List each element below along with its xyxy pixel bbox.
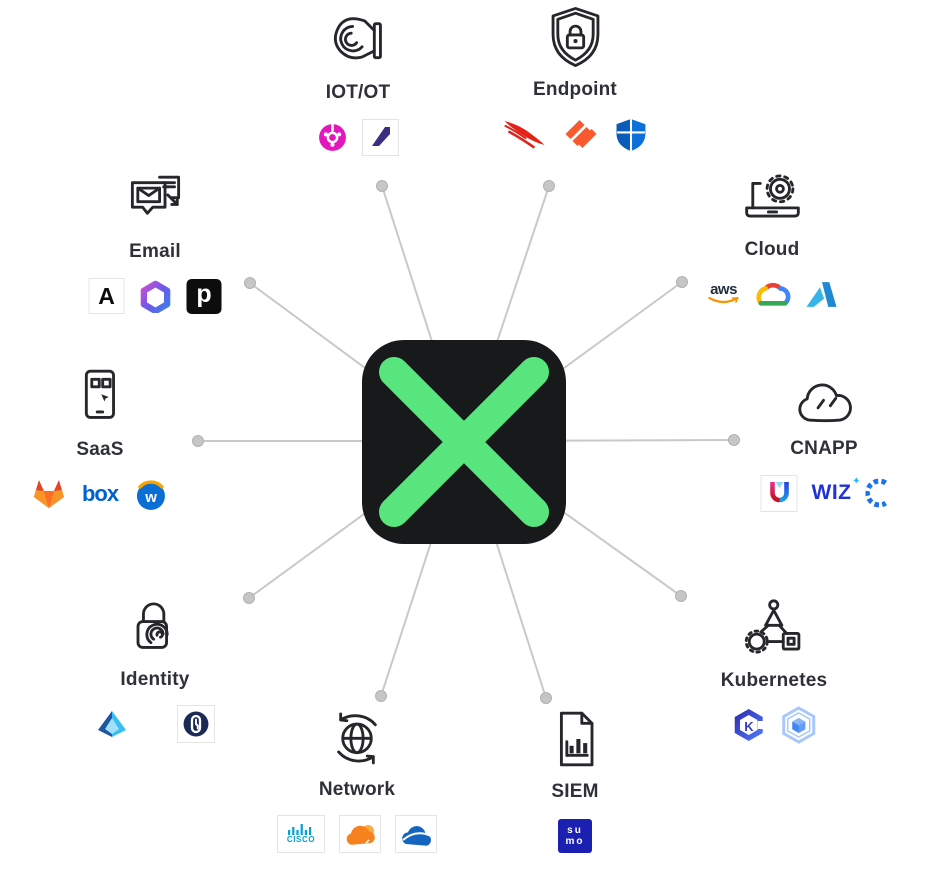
category-label: IOT/OT xyxy=(325,82,391,103)
globe-sync-icon xyxy=(337,712,377,765)
category-endpoint: Endpoint xyxy=(503,3,648,153)
claroty-logo xyxy=(317,122,348,153)
dot-cnapp xyxy=(728,434,740,446)
abnormal-security-logo: A xyxy=(88,278,125,314)
dot-saas xyxy=(192,435,204,447)
gke-logo xyxy=(781,706,817,744)
report-document-icon xyxy=(559,711,594,767)
category-label: Network xyxy=(318,779,396,800)
vendor-logo-row: WIZ ✦ xyxy=(760,474,888,512)
hub-x-icon xyxy=(379,357,549,527)
category-siem: SIEM su mo xyxy=(541,705,609,855)
box-logo: box xyxy=(81,481,119,506)
category-label: SaaS xyxy=(76,439,124,460)
cisco-wordmark: CISCO xyxy=(286,835,316,844)
category-label: Kubernetes xyxy=(720,670,828,691)
category-kubernetes: Kubernetes K xyxy=(721,594,828,744)
microsoft-defender-logo xyxy=(615,117,648,152)
dot-cloud xyxy=(676,276,688,288)
category-network: Network CISCO xyxy=(277,703,437,853)
onepassword-logo xyxy=(177,705,215,743)
workday-logo: w xyxy=(134,477,168,511)
aws-wordmark: aws xyxy=(710,280,737,298)
aws-logo: aws xyxy=(708,280,740,305)
eks-k-letter: K xyxy=(744,718,754,734)
crowdstrike-logo xyxy=(503,117,549,151)
proofpoint-p-letter: p xyxy=(196,279,212,308)
palo-alto-networks-logo xyxy=(563,115,601,153)
gitlab-logo xyxy=(32,478,66,510)
dot-endpoint xyxy=(543,180,555,192)
mail-message-icon xyxy=(130,175,180,215)
workday-w-letter: w xyxy=(145,488,157,506)
category-saas: SaaS box w xyxy=(32,363,168,513)
iot-hand-icon xyxy=(333,17,382,60)
microsoft-azure-logo xyxy=(806,279,837,310)
shield-lock-icon xyxy=(551,7,599,67)
cisco-logo: CISCO xyxy=(277,815,325,853)
dot-iot-ot xyxy=(376,180,388,192)
vendor-logo-row: su mo xyxy=(558,817,592,855)
category-email: Email A p xyxy=(88,165,222,315)
category-label: SIEM xyxy=(551,781,599,802)
sumo-text-top: su xyxy=(567,825,583,836)
vendor-logo-row xyxy=(503,115,648,153)
orchestration-nodes-icon xyxy=(745,599,801,654)
armis-logo xyxy=(362,118,399,156)
category-label: Endpoint xyxy=(533,79,617,100)
vendor-logo-row: CISCO xyxy=(277,815,437,853)
cloud-check-icon xyxy=(798,383,853,423)
wiz-wordmark: WIZ xyxy=(811,481,852,504)
sumo-text-bottom: mo xyxy=(565,836,585,847)
vendor-logo-row xyxy=(95,705,215,743)
vendor-logo-row: K xyxy=(731,706,817,744)
chain-c-logo xyxy=(865,477,887,509)
dot-siem xyxy=(540,692,552,704)
category-identity: Identity xyxy=(95,593,215,743)
category-label: Email xyxy=(129,241,181,262)
cloudflare-logo xyxy=(339,815,381,853)
box-wordmark: box xyxy=(81,481,119,506)
category-label: Cloud xyxy=(744,239,800,260)
category-cnapp: CNAPP WIZ xyxy=(760,372,888,512)
category-label: Identity xyxy=(120,669,190,690)
dot-identity xyxy=(243,592,255,604)
hub-tile xyxy=(362,340,566,544)
zscaler-logo xyxy=(395,815,437,853)
vendor-logo-row xyxy=(317,118,399,156)
proofpoint-logo: p xyxy=(186,278,222,314)
category-label: CNAPP xyxy=(790,438,858,459)
dot-email xyxy=(244,277,256,289)
microsoft-365-logo xyxy=(139,280,173,313)
vendor-logo-row: box w xyxy=(32,475,168,513)
sumo-logic-logo: su mo xyxy=(558,819,592,853)
vendor-logo-row: A p xyxy=(88,277,222,315)
upwind-logo xyxy=(760,474,798,512)
wiz-star-icon: ✦ xyxy=(852,476,861,487)
dot-network xyxy=(375,690,387,702)
amazon-eks-logo: K xyxy=(731,706,767,744)
laptop-gear-icon xyxy=(744,174,800,218)
abnormal-a-letter: A xyxy=(98,282,115,309)
microsoft-entra-id-logo xyxy=(95,709,129,739)
category-iot-ot: IOT/OT xyxy=(317,6,399,156)
tablet-apps-icon xyxy=(84,369,116,419)
dot-kubernetes xyxy=(675,590,687,602)
category-cloud: Cloud aws xyxy=(708,163,837,313)
lock-fingerprint-icon xyxy=(136,602,169,649)
google-cloud-logo xyxy=(754,279,792,309)
vendor-logo-row: aws xyxy=(708,275,837,313)
wiz-logo: WIZ ✦ xyxy=(811,476,861,504)
